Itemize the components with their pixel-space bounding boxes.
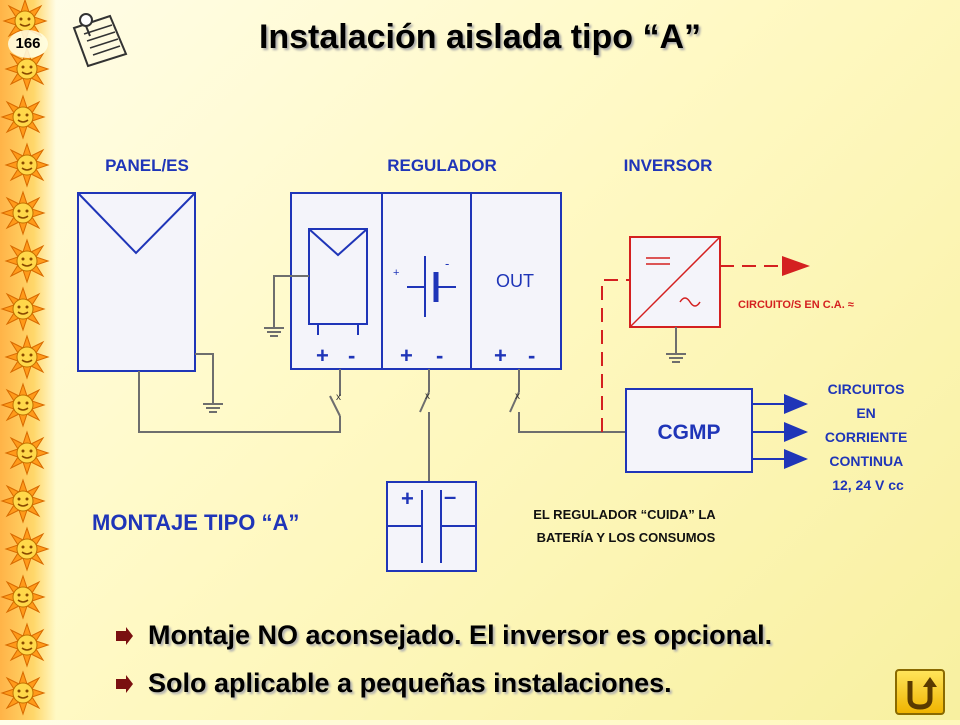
terminal-minus-1: - bbox=[348, 343, 355, 368]
cgmp-box bbox=[625, 388, 753, 473]
regulator bbox=[290, 192, 562, 370]
out-wire bbox=[509, 369, 627, 433]
inverter-ground-icon bbox=[666, 327, 686, 363]
battery-minus: – bbox=[444, 484, 456, 509]
terminal-plus-3: + bbox=[494, 343, 507, 368]
battery bbox=[386, 481, 477, 572]
dc-output-arrows bbox=[752, 394, 808, 469]
switch-mark-1: x bbox=[336, 392, 341, 403]
regulator-ground-icon bbox=[264, 275, 309, 337]
solar-panel bbox=[77, 192, 196, 372]
bullet-text-2: Solo aplicable a pequeñas instalaciones. bbox=[148, 668, 672, 698]
ac-dashed-line bbox=[601, 256, 810, 432]
battery-plus: + bbox=[401, 486, 414, 511]
cgmp-label: CGMP bbox=[658, 421, 721, 444]
arrow-bullet-icon bbox=[116, 626, 133, 645]
out-label: OUT bbox=[496, 271, 534, 291]
terminal-plus-1: + bbox=[316, 343, 329, 368]
switch-mark-2: x bbox=[425, 391, 430, 402]
panel-label: PANEL/ES bbox=[105, 156, 189, 175]
sun-decoration-strip bbox=[0, 0, 56, 720]
regulator-note: EL REGULADOR “CUIDA” LA BATERÍA Y LOS CO… bbox=[533, 507, 719, 545]
return-arrow-icon bbox=[907, 677, 937, 710]
inverter bbox=[629, 236, 721, 328]
notepad-icon bbox=[72, 13, 128, 68]
terminal-minus-3: - bbox=[528, 343, 535, 368]
page-number: 166 bbox=[8, 30, 48, 58]
arrow-bullet-icon bbox=[116, 674, 133, 693]
panel-ground-icon bbox=[195, 353, 223, 413]
regulator-label: REGULADOR bbox=[387, 156, 497, 175]
bullet-item-2: Solo aplicable a pequeñas instalaciones. bbox=[112, 668, 672, 699]
return-button[interactable] bbox=[895, 669, 945, 715]
bullet-text-1: Montaje NO aconsejado. El inversor es op… bbox=[148, 620, 773, 650]
switch-mark-3: x bbox=[515, 391, 520, 402]
dc-circuits-label: CIRCUITOS EN CORRIENTE CONTINUA 12, 24 V… bbox=[825, 381, 911, 493]
panel-wire bbox=[138, 369, 341, 433]
regulator-battery-plus: + bbox=[393, 267, 399, 279]
battery-wire bbox=[419, 369, 430, 482]
bullet-item-1: Montaje NO aconsejado. El inversor es op… bbox=[112, 620, 772, 651]
slide-title: Instalación aislada tipo “A” bbox=[258, 18, 702, 56]
inverter-label: INVERSOR bbox=[624, 156, 713, 175]
terminal-plus-2: + bbox=[400, 343, 413, 368]
terminal-minus-2: - bbox=[436, 343, 443, 368]
mounting-type-label: MONTAJE TIPO “A” bbox=[92, 510, 299, 535]
regulator-battery-minus: - bbox=[445, 256, 449, 271]
ac-circuit-label: CIRCUITO/S EN C.A. ≈ bbox=[738, 299, 854, 311]
